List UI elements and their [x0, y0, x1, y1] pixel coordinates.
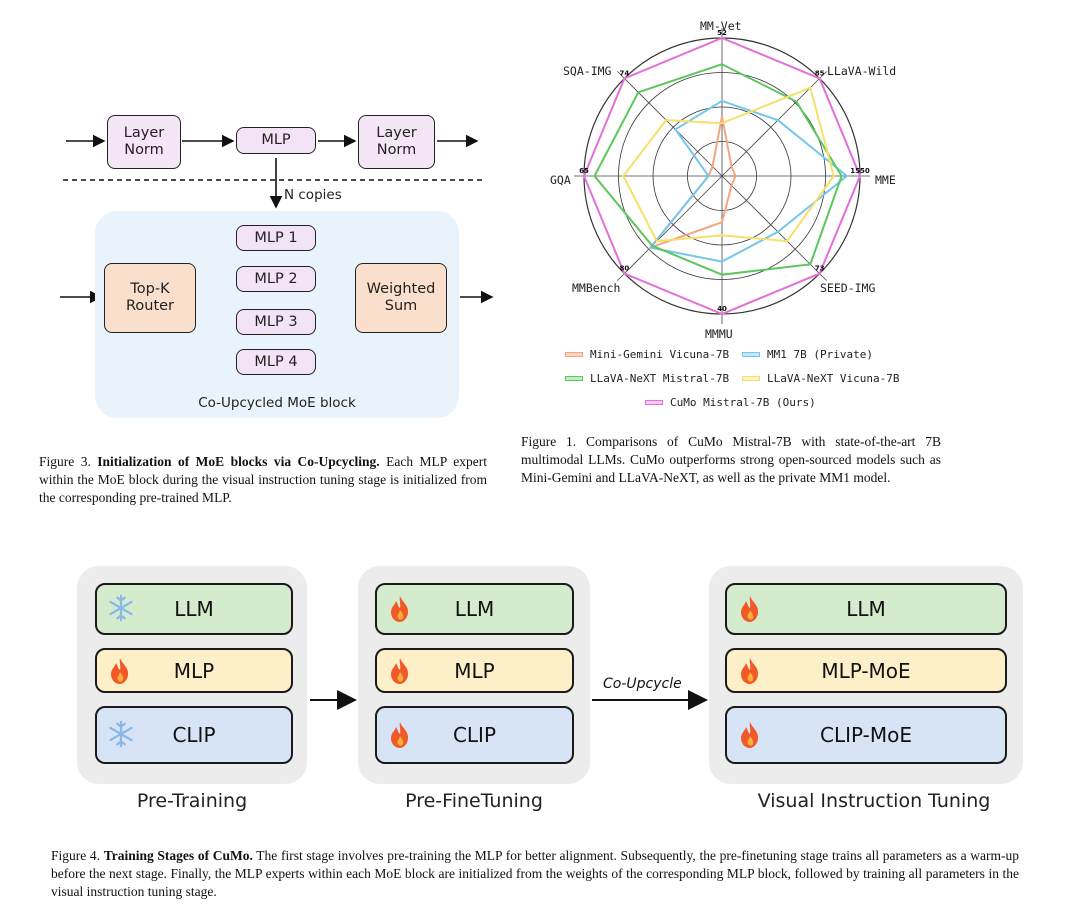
moe-block-label: Co-Upcycled MoE block — [198, 395, 356, 411]
layer-label: MLP — [454, 658, 495, 683]
radar-axis-spoke — [617, 175, 723, 281]
fire-icon — [387, 720, 413, 750]
router-box: Top-K Router — [104, 263, 196, 333]
layer-llm-stage-3: LLM — [725, 583, 1007, 635]
legend-label: LLaVA-NeXT Mistral-7B — [590, 372, 730, 385]
axis-label-mm-vet: MM-Vet — [700, 19, 742, 33]
layer-mlp-stage-2: MLP — [375, 648, 574, 693]
radar-series-0 — [647, 116, 737, 250]
layer-label: LLM — [846, 597, 886, 621]
caption-rest: Each MLP expert within the MoE block dur… — [39, 454, 487, 505]
stage-title-pre-finetuning: Pre-FineTuning — [405, 790, 543, 812]
figure-4-caption: Figure 4. Training Stages of CuMo. The f… — [51, 847, 1019, 900]
layer-clip-stage-2: CLIP — [375, 706, 574, 764]
radar-axis-max-label: 74 — [620, 69, 630, 77]
radar-axis-max-label: 85 — [815, 69, 825, 77]
radar-axis-spoke — [721, 175, 827, 281]
layer-norm-box-2: Layer Norm — [358, 115, 435, 169]
legend-item-llava-next-mistral: LLaVA-NeXT Mistral-7B — [565, 372, 729, 385]
radar-axis-max-label: 80 — [620, 265, 630, 273]
axis-label-seed-img: SEED-IMG — [820, 281, 876, 295]
axis-label-mme: MME — [875, 173, 896, 187]
fire-icon — [737, 594, 763, 624]
radar-axis-max-label: 40 — [717, 305, 727, 313]
layer-llm-stage-1: LLM — [95, 583, 293, 635]
stage-title-pre-training: Pre-Training — [136, 790, 248, 812]
legend-item-llava-next-vicuna: LLaVA-NeXT Vicuna-7B — [742, 372, 899, 385]
radar-chart: 52 85 1550 73 40 80 65 74 — [574, 28, 870, 324]
weighted-sum-box: Weighted Sum — [355, 263, 447, 333]
co-upcycle-label: Co-Upcycle — [603, 676, 682, 692]
layer-norm-box-1: Layer Norm — [107, 115, 181, 169]
radar-axis-max-label: 52 — [717, 29, 727, 37]
expert-mlp-4: MLP 4 — [236, 349, 316, 375]
legend-item-cumo: CuMo Mistral-7B (Ours) — [645, 396, 816, 409]
radar-axis-spoke — [617, 71, 723, 177]
layer-label: CLIP — [452, 723, 497, 747]
fire-icon — [737, 656, 763, 686]
caption-bold: Initialization of MoE blocks via Co-Upcy… — [97, 454, 380, 469]
layer-clip-moe-stage-3: CLIP-MoE — [725, 706, 1007, 764]
caption-bold: Training Stages of CuMo. — [103, 848, 253, 863]
layer-label: CLIP-MoE — [820, 723, 912, 747]
radar-axis-max-label: 1550 — [850, 167, 870, 175]
legend-label: LLaVA-NeXT Vicuna-7B — [767, 372, 900, 385]
radar-series-2 — [593, 63, 843, 276]
fire-icon — [107, 656, 133, 686]
fire-icon — [737, 720, 763, 750]
fire-icon — [387, 594, 413, 624]
radar-axis-max-label: 65 — [579, 167, 589, 175]
layer-llm-stage-2: LLM — [375, 583, 574, 635]
snowflake-icon — [107, 594, 133, 624]
mlp-box: MLP — [236, 127, 316, 154]
layer-clip-stage-1: CLIP — [95, 706, 293, 764]
n-copies-label: N copies — [284, 187, 342, 203]
expert-mlp-2: MLP 2 — [236, 266, 316, 292]
legend-label: Mini-Gemini Vicuna-7B — [590, 348, 730, 361]
legend-label: CuMo Mistral-7B (Ours) — [670, 396, 816, 409]
layer-label: LLM — [174, 597, 214, 621]
axis-label-mmmu: MMMU — [705, 327, 733, 341]
axis-label-mmbench: MMBench — [572, 281, 621, 295]
expert-mlp-1: MLP 1 — [236, 225, 316, 251]
legend-item-mm1: MM1 7B (Private) — [742, 348, 873, 361]
layer-mlp-moe-stage-3: MLP-MoE — [725, 648, 1007, 693]
layer-label: LLM — [454, 597, 495, 621]
radar-series-3 — [622, 86, 835, 243]
layer-label: CLIP — [172, 723, 216, 747]
figure-1-caption: Figure 1. Comparisons of CuMo Mistral-7B… — [521, 434, 941, 485]
axis-label-gqa: GQA — [550, 173, 571, 187]
radar-series-1 — [648, 99, 849, 263]
layer-label: MLP — [173, 658, 215, 683]
caption-rest: The first stage involves pre-training th… — [51, 848, 1019, 899]
layer-mlp-stage-1: MLP — [95, 648, 293, 693]
fire-icon — [387, 656, 413, 686]
axis-label-sqa-img: SQA-IMG — [563, 64, 612, 78]
layer-label: MLP-MoE — [821, 658, 911, 683]
stage-title-visual-instruction-tuning: Visual Instruction Tuning — [757, 790, 991, 812]
expert-mlp-3: MLP 3 — [236, 309, 316, 335]
legend-label: MM1 7B (Private) — [767, 348, 873, 361]
legend-item-mini-gemini: Mini-Gemini Vicuna-7B — [565, 348, 729, 361]
caption-prefix: Figure 3. — [39, 454, 98, 469]
axis-label-llava-wild: LLaVA-Wild — [827, 64, 897, 78]
radar-axis-max-label: 73 — [815, 265, 825, 273]
snowflake-icon — [107, 720, 133, 750]
figure-3-caption: Figure 3. Initialization of MoE blocks v… — [39, 453, 487, 506]
radar-series-4 — [582, 36, 862, 316]
caption-prefix: Figure 4. — [51, 848, 104, 863]
